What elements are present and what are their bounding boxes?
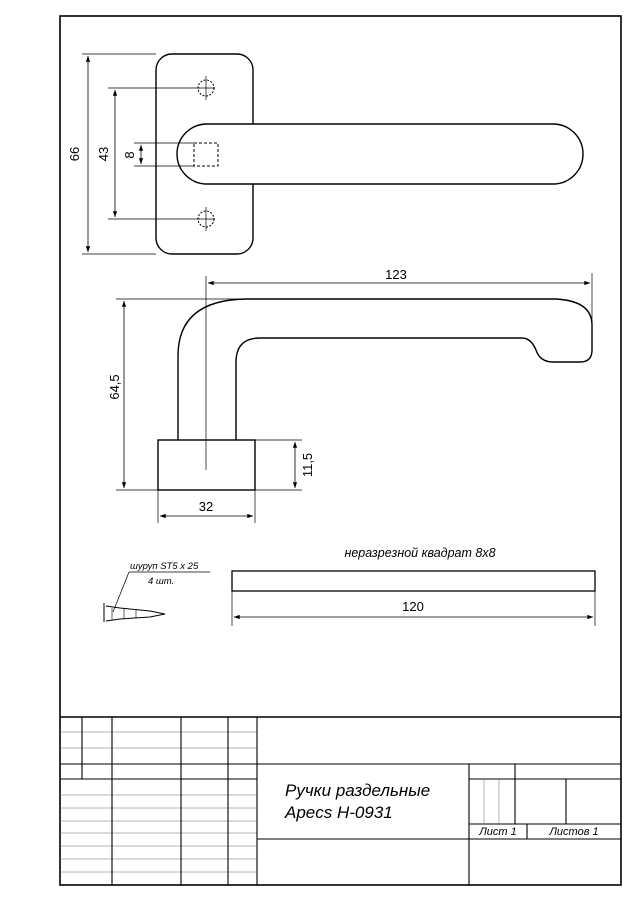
screw-leader	[112, 571, 130, 613]
screw-icon	[103, 603, 166, 622]
screw-note-line2: 4 шт.	[148, 576, 174, 587]
top-view	[82, 53, 584, 255]
title-line2: Apecs H-0931	[284, 803, 393, 822]
rosette-outline	[157, 439, 256, 491]
dim-plate-height: 66	[67, 147, 82, 161]
dim-square-size: 8	[122, 151, 137, 158]
dim-hole-spacing: 43	[96, 147, 111, 161]
dim-rosette-width: 32	[199, 499, 213, 514]
hidden-square	[193, 142, 219, 167]
title-line1: Ручки раздельные	[285, 781, 430, 800]
lever-profile-outline	[177, 298, 593, 440]
sheet-number: Лист 1	[478, 826, 517, 838]
dim-handle-height: 64,5	[107, 374, 122, 399]
sheet-count: Листов 1	[548, 826, 598, 838]
dim-handle-length: 123	[385, 267, 407, 282]
drawing-frame	[59, 15, 622, 886]
spindle-outline	[231, 570, 596, 592]
dim-rosette-height: 11,5	[300, 453, 315, 477]
title-block	[60, 716, 621, 885]
lever-outline	[176, 123, 584, 185]
screw-note-line1: шуруп ST5 x 25	[130, 561, 199, 572]
dim-spindle-length: 120	[402, 599, 424, 614]
spindle-note: неразрезной квадрат 8х8	[344, 546, 495, 560]
side-view	[116, 273, 593, 523]
screw-drawing	[103, 571, 210, 622]
spindle-drawing	[231, 570, 596, 626]
